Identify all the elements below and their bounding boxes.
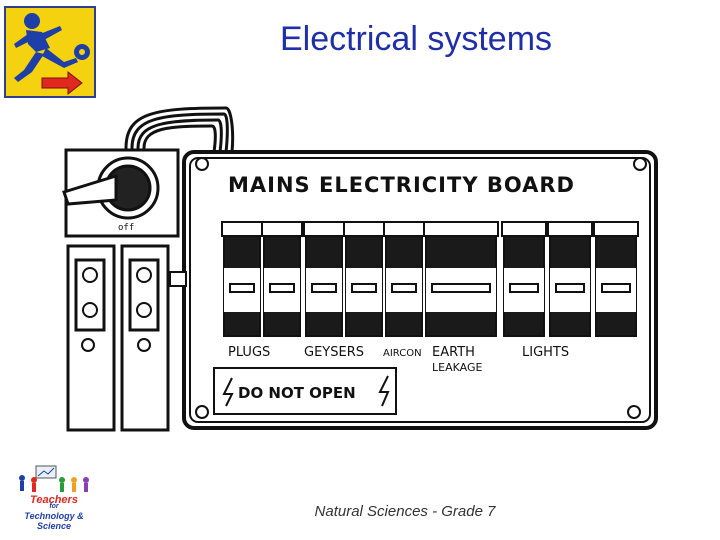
footer-text: Natural Sciences - Grade 7 bbox=[314, 503, 496, 520]
label-plugs: PLUGS bbox=[228, 345, 270, 360]
breaker-unit bbox=[501, 221, 547, 337]
breaker-unit bbox=[593, 221, 639, 337]
label-aircon: AIRCON bbox=[383, 348, 422, 359]
label-earth: EARTH bbox=[432, 345, 475, 360]
publisher-line3: Technology & Science bbox=[24, 511, 84, 531]
publisher-logo: Teachers for Technology & Science bbox=[14, 464, 94, 531]
slide-title: Electrical systems bbox=[279, 20, 553, 58]
lightning-icon bbox=[378, 375, 390, 407]
breaker-unit bbox=[343, 221, 385, 337]
warning-text: DO NOT OPEN bbox=[238, 384, 356, 402]
breaker-unit bbox=[547, 221, 593, 337]
label-leakage: LEAKAGE bbox=[432, 361, 482, 374]
svg-text:off: off bbox=[118, 223, 134, 233]
publisher-line2: for bbox=[49, 503, 59, 510]
breaker-unit bbox=[383, 221, 425, 337]
breaker-unit bbox=[221, 221, 263, 337]
breaker-unit bbox=[303, 221, 345, 337]
publisher-line1: Teachers bbox=[30, 494, 78, 506]
school-logo bbox=[4, 6, 96, 98]
board-heading: MAINS ELECTRICITY BOARD bbox=[228, 173, 575, 197]
mains-board-illustration: off MAINS ELECTRICITY BOARD PLUGS GEYSER… bbox=[62, 106, 658, 432]
teachers-group-icon bbox=[19, 465, 89, 492]
lightning-icon bbox=[222, 377, 234, 407]
breaker-unit bbox=[261, 221, 303, 337]
label-lights: LIGHTS bbox=[522, 345, 569, 360]
breaker-unit bbox=[423, 221, 499, 337]
label-geysers: GEYSERS bbox=[304, 345, 364, 360]
soccer-player-icon bbox=[14, 13, 90, 96]
